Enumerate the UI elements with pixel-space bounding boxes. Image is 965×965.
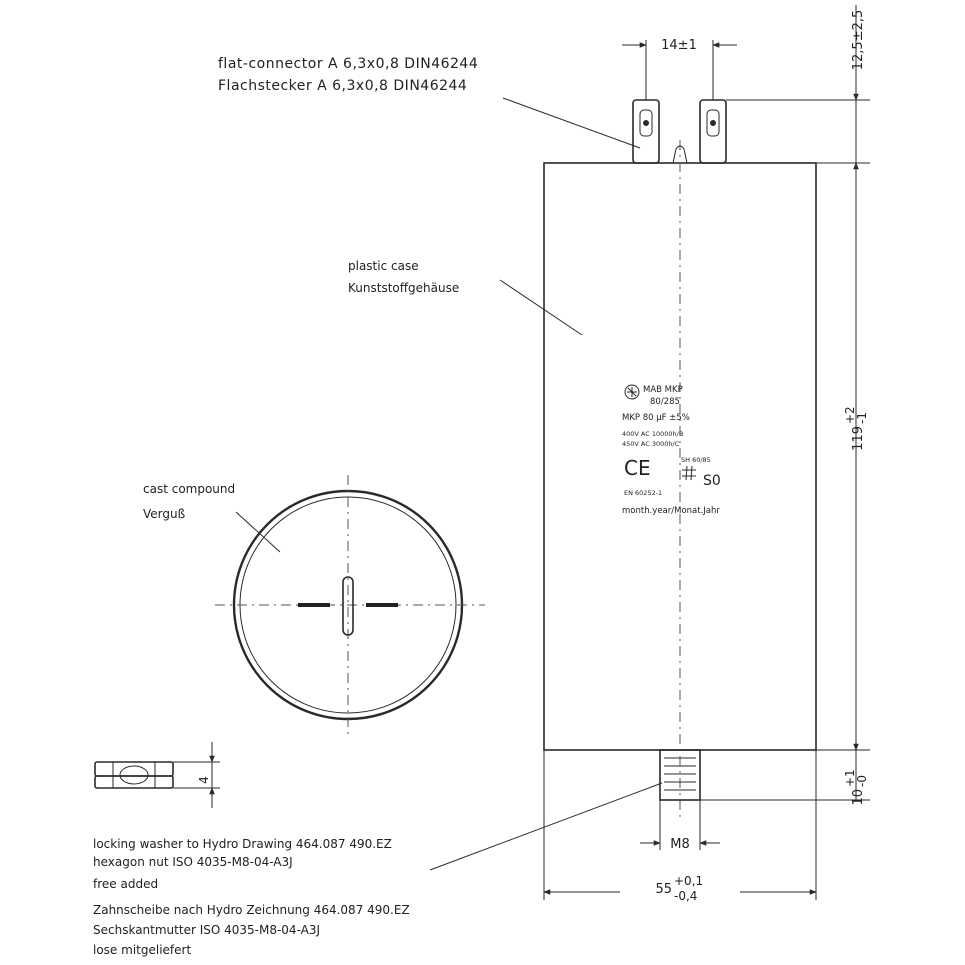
s-mark: S0 [703,473,721,489]
dim-stud-length: 10 +1 -0 [843,769,869,805]
dim-diameter: 55 +0,1 -0,4 [655,874,703,903]
note-line-3: free added [93,877,158,891]
note-line-6: lose mitgeliefert [93,943,191,957]
callout-case-de: Kunststoffgehäuse [348,281,459,295]
note-line-4: Zahnscheibe nach Hydro Zeichnung 464.087… [93,903,410,917]
callout-connector-en: flat-connector A 6,3x0,8 DIN46244 [218,56,478,72]
leader-notes [429,782,663,871]
svg-text:-0: -0 [855,775,869,787]
svg-text:80/285: 80/285 [650,397,680,407]
svg-text:+1: +1 [843,769,857,787]
ce-mark: CE [624,456,651,480]
svg-text:SH 60/85: SH 60/85 [681,456,711,464]
note-line-5: Sechskantmutter ISO 4035-M8-04-A3J [93,923,320,937]
svg-text:MKP 80 µF ±5%: MKP 80 µF ±5% [622,413,690,423]
svg-text:+2: +2 [843,406,857,424]
callout-case-en: plastic case [348,259,419,273]
dim-stud-thread: M8 [670,837,690,852]
mounting-stud [659,749,701,801]
note-line-2: hexagon nut ISO 4035-M8-04-A3J [93,855,293,869]
dim-body-height: 119 +2 -1 [843,406,869,451]
nut-side-view [94,742,220,808]
manufacturer-logo [624,384,640,400]
callout-compound-en: cast compound [143,482,235,496]
svg-text:450V AC 3000h/C: 450V AC 3000h/C [622,440,680,448]
svg-text:-1: -1 [855,412,869,424]
svg-text:10: 10 [851,789,866,806]
flat-connector-left [632,99,660,164]
top-view [215,475,485,735]
svg-text:MAB MKP: MAB MKP [643,385,683,395]
callout-connector-de: Flachstecker A 6,3x0,8 DIN46244 [218,78,467,94]
nameplate: MAB MKP 80/285 MKP 80 µF ±5% 400V AC 100… [622,384,721,516]
dim-nut-height: 4 [197,776,211,784]
svg-text:400V AC 10000h/B: 400V AC 10000h/B [622,430,683,438]
note-line-1: locking washer to Hydro Drawing 464.087 … [93,837,392,851]
svg-text:EN 60252-1: EN 60252-1 [624,489,662,497]
leader-case [499,279,583,336]
fill-nipple [672,145,688,164]
vde-mark [682,465,696,481]
flat-connector-right [699,99,727,164]
date-note: month.year/Monat.Jahr [622,506,720,516]
svg-text:55: 55 [655,882,672,897]
leader-compound [235,511,281,553]
dim-terminal-height: 12,5±2,5 [851,10,866,71]
svg-text:-0,4: -0,4 [674,889,697,903]
leader-connector [502,97,641,149]
svg-text:119: 119 [851,426,866,451]
dim-terminal-spacing: 14±1 [661,38,697,53]
callout-compound-de: Verguß [143,507,186,521]
svg-text:+0,1: +0,1 [674,874,703,888]
